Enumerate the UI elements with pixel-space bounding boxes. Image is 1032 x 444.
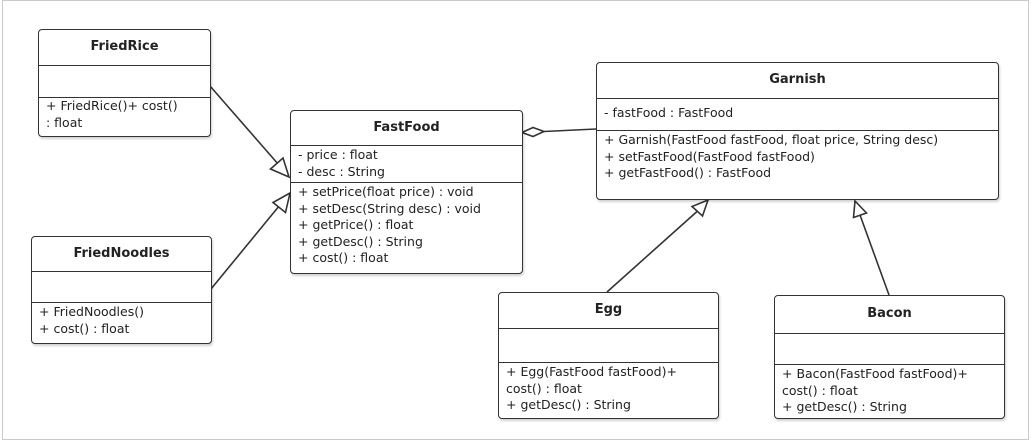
class-egg[interactable]: Egg + Egg(FastFood fastFood)+ cost() : f… [498, 292, 719, 419]
method-line: + FriedNoodles() [39, 304, 144, 319]
method-line: + FriedRice()+ cost() [46, 98, 178, 113]
method-line: + setFastFood(FastFood fastFood) [604, 148, 815, 164]
attributes-section [775, 334, 1004, 365]
class-friedrice[interactable]: FriedRice + FriedRice()+ cost() : float [38, 29, 211, 137]
methods-section: + setPrice(float price) : void + setDesc… [291, 183, 522, 267]
class-name: Bacon [775, 296, 1004, 334]
class-name: Egg [499, 293, 718, 329]
methods-section: + FriedNoodles() + cost() : float [32, 303, 211, 337]
method-line: + Garnish(FastFood fastFood, float price… [604, 132, 939, 147]
class-friednoodles[interactable]: FriedNoodles + FriedNoodles() + cost() :… [31, 236, 212, 344]
attributes-section: - price : float - desc : String [291, 146, 522, 183]
class-name: Garnish [597, 63, 998, 99]
method-line: + cost() : float [39, 320, 130, 336]
method-line: + getDesc() : String [506, 397, 631, 412]
attributes-section [39, 66, 210, 98]
class-name: FastFood [291, 111, 522, 146]
attributes-section [499, 329, 718, 363]
attributes-section [32, 272, 211, 303]
attribute-line: - fastFood : FastFood [604, 105, 734, 120]
method-line: + getDesc() : String [298, 233, 423, 249]
method-line: + getFastFood() : FastFood [604, 165, 772, 180]
methods-section: + Garnish(FastFood fastFood, float price… [597, 131, 998, 182]
aggregation-fastfood-garnish [543, 128, 597, 133]
method-line: + setPrice(float price) : void [298, 184, 474, 199]
methods-section: + FriedRice()+ cost() : float [39, 98, 210, 131]
methods-section: + Egg(FastFood fastFood)+ cost() : float… [499, 363, 718, 414]
generalization-arrowhead-icon [271, 191, 292, 214]
attributes-section: - fastFood : FastFood [597, 99, 998, 131]
method-line: : float [46, 114, 83, 130]
generalization-arrowhead-icon [269, 156, 291, 179]
method-line: cost() : float [506, 380, 582, 396]
method-line: + cost() : float [298, 250, 389, 265]
method-line: + Egg(FastFood fastFood)+ [506, 364, 677, 379]
generalization-bacon-garnish [859, 214, 890, 296]
generalization-arrowhead-icon [690, 198, 710, 218]
method-line: cost() : float [782, 382, 858, 398]
method-line: + Bacon(FastFood fastFood)+ [782, 366, 968, 381]
attribute-line: - desc : String [298, 163, 385, 179]
methods-section: + Bacon(FastFood fastFood)+ cost() : flo… [775, 365, 1004, 416]
class-fastfood[interactable]: FastFood - price : float - desc : String… [290, 110, 523, 274]
attribute-line: - price : float [298, 147, 378, 162]
generalization-friednoodles-fastfood [210, 205, 280, 290]
method-line: + getPrice() : float [298, 217, 414, 232]
method-line: + setDesc(String desc) : void [298, 200, 481, 216]
class-name: FriedNoodles [32, 237, 211, 272]
method-line: + getDesc() : String [782, 399, 907, 414]
generalization-arrowhead-icon [852, 199, 868, 219]
generalization-friedrice-fastfood [209, 85, 280, 166]
class-bacon[interactable]: Bacon + Bacon(FastFood fastFood)+ cost()… [774, 295, 1005, 419]
class-name: FriedRice [39, 30, 210, 66]
aggregation-diamond-icon [519, 126, 547, 138]
class-garnish[interactable]: Garnish - fastFood : FastFood + Garnish(… [596, 62, 999, 200]
generalization-egg-garnish [606, 210, 698, 293]
